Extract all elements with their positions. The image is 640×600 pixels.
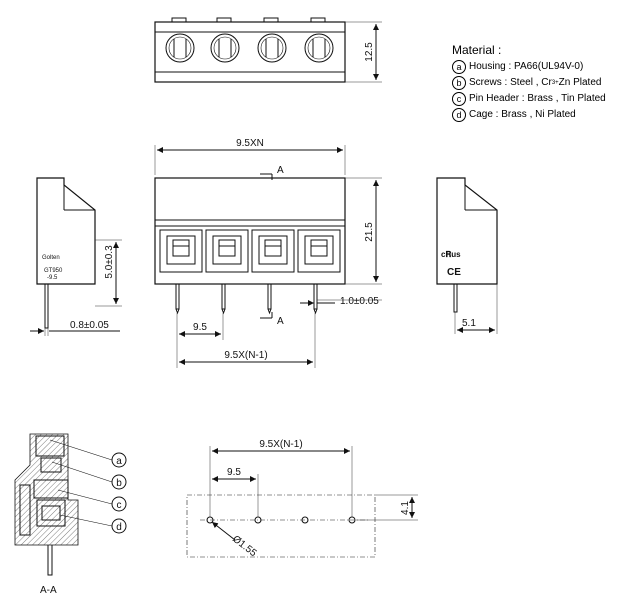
left-side-view: Golten GT950 -9.5 5.0±0.3 0.8±0.05 (30, 177, 122, 336)
ul-mark: c𝐑us (441, 250, 461, 259)
marker-a: a (452, 60, 466, 74)
pcb-layout: 9.5X(N-1) 9.5 4.1 Ø1.55 (186, 439, 418, 560)
material-item-cage: d Cage : Brass , Ni Plated (452, 107, 637, 123)
dim-pitch: 9.5 (193, 322, 207, 333)
dim-pcb-row-offset: 4.1 (400, 501, 411, 515)
dim-hole-diameter: Ø1.55 (230, 534, 259, 560)
right-side-view: c𝐑us CE 5.1 (436, 177, 498, 334)
terminal-window-1 (159, 229, 203, 273)
screw-head-2 (210, 33, 240, 63)
svg-text:b: b (116, 478, 122, 489)
material-text-cage: Cage : Brass , Ni Plated (469, 109, 576, 120)
screw-head-4 (304, 33, 334, 63)
section-marker-top: A (277, 165, 284, 176)
material-text-screws-post: Zn Plated (558, 77, 602, 88)
top-view: 12.5 (154, 17, 382, 83)
dim-pitch-total: 9.5X(N-1) (224, 350, 267, 361)
material-item-pin-header: c Pin Header : Brass , Tin Plated (452, 91, 637, 107)
material-text-screws-sup: 3+ (551, 80, 559, 86)
callout-a: a (111, 452, 127, 468)
material-text-screws-pre: Screws : Steel , Cr (469, 77, 552, 88)
brand-mark: Golten (42, 255, 60, 261)
screw-head-3 (257, 33, 287, 63)
material-title: Material : (452, 43, 502, 57)
callout-d: d (111, 518, 127, 534)
dim-pin-width: 1.0±0.05 (340, 296, 379, 307)
dim-top-height: 12.5 (364, 42, 375, 62)
dim-pin-height: 5.0±0.3 (104, 245, 115, 279)
svg-text:c: c (117, 500, 122, 511)
material-item-housing: a Housing : PA66(UL94V-0) (452, 59, 637, 75)
material-text-pin-header: Pin Header : Brass , Tin Plated (469, 93, 606, 104)
terminal-window-3 (251, 229, 295, 273)
section-marker-bottom: A (277, 316, 284, 327)
section-view: A-A a b c d (14, 433, 127, 596)
marker-c: c (452, 92, 466, 106)
dim-side-offset: 5.1 (462, 318, 476, 329)
marker-d: d (452, 108, 466, 122)
material-text-housing: Housing : PA66(UL94V-0) (469, 61, 584, 72)
front-view: 9.5XN A (154, 138, 382, 368)
screw-head-1 (165, 33, 195, 63)
dim-overall-height: 21.5 (364, 222, 375, 242)
dim-overall-width: 9.5XN (236, 138, 264, 149)
terminal-window-2 (205, 229, 249, 273)
callout-c: c (111, 496, 127, 512)
svg-text:d: d (116, 522, 122, 533)
marker-b: b (452, 76, 466, 90)
callout-b: b (111, 474, 127, 490)
model-mark: GT950 (44, 268, 63, 274)
pitch-note-mark: -9.5 (47, 275, 58, 281)
dim-pcb-pitch: 9.5 (227, 467, 241, 478)
section-label: A-A (40, 585, 57, 596)
svg-text:a: a (116, 456, 122, 467)
terminal-window-4 (297, 229, 341, 273)
material-spec: Material : a Housing : PA66(UL94V-0) b S… (452, 43, 637, 123)
dim-pcb-pitch-total: 9.5X(N-1) (259, 439, 302, 450)
dim-pin-thickness: 0.8±0.05 (70, 320, 109, 331)
ce-mark: CE (447, 267, 461, 278)
